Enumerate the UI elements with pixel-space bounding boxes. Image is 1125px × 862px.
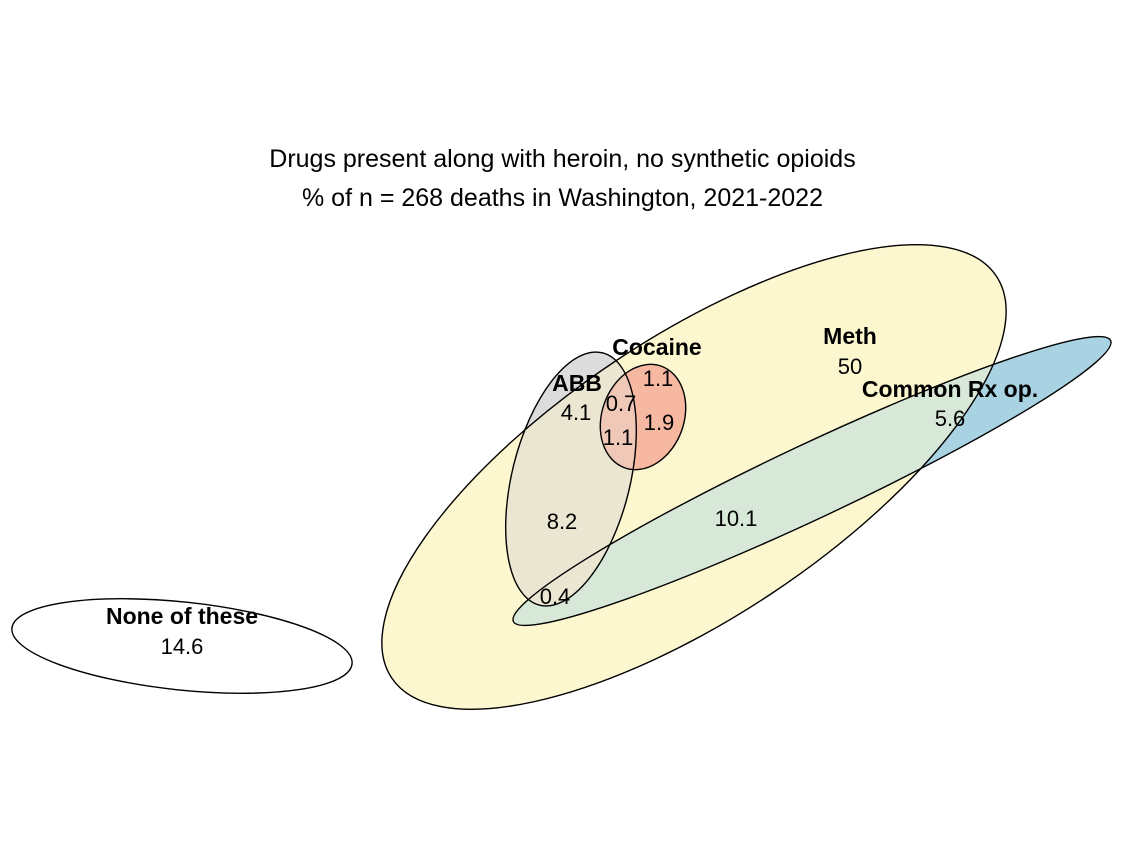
region-value-abb-meth-common-rx: 0.4 <box>540 584 571 609</box>
chart-subtitle: % of n = 268 deaths in Washington, 2021-… <box>302 184 823 212</box>
set-label-common-rx: Common Rx op. <box>862 376 1038 402</box>
region-value-meth-common-rx: 10.1 <box>715 506 758 531</box>
set-label-abb: ABB <box>552 370 602 396</box>
region-value-abb-cocaine-meth: 1.1 <box>603 425 634 450</box>
region-value-cocaine-only: 1.1 <box>643 366 674 391</box>
region-value-cocaine-meth: 1.9 <box>644 410 675 435</box>
chart-title-block: Drugs present along with heroin, no synt… <box>0 140 1125 218</box>
set-label-none-of-these: None of these <box>106 603 258 629</box>
common-rx-ellipse <box>512 335 1112 627</box>
meth-fill <box>381 244 1007 710</box>
meth-common-rx-overlap-fill <box>512 336 1074 626</box>
region-value-abb-meth: 8.2 <box>547 509 578 534</box>
abb-ellipse <box>504 351 638 607</box>
cocaine-ellipse <box>599 363 687 471</box>
region-value-meth-only: 50 <box>838 354 862 379</box>
set-label-cocaine: Cocaine <box>612 334 701 360</box>
none-of-these-fill <box>11 598 353 694</box>
region-value-common-rx-only: 5.6 <box>935 406 966 431</box>
region-value-abb-only: 4.1 <box>561 400 592 425</box>
region-value-abb-cocaine: 0.7 <box>606 391 637 416</box>
set-label-meth: Meth <box>823 323 877 349</box>
none-of-these-ellipse <box>11 598 353 694</box>
chart-title: Drugs present along with heroin, no synt… <box>269 145 856 173</box>
region-value-none-of-these: 14.6 <box>161 634 204 659</box>
